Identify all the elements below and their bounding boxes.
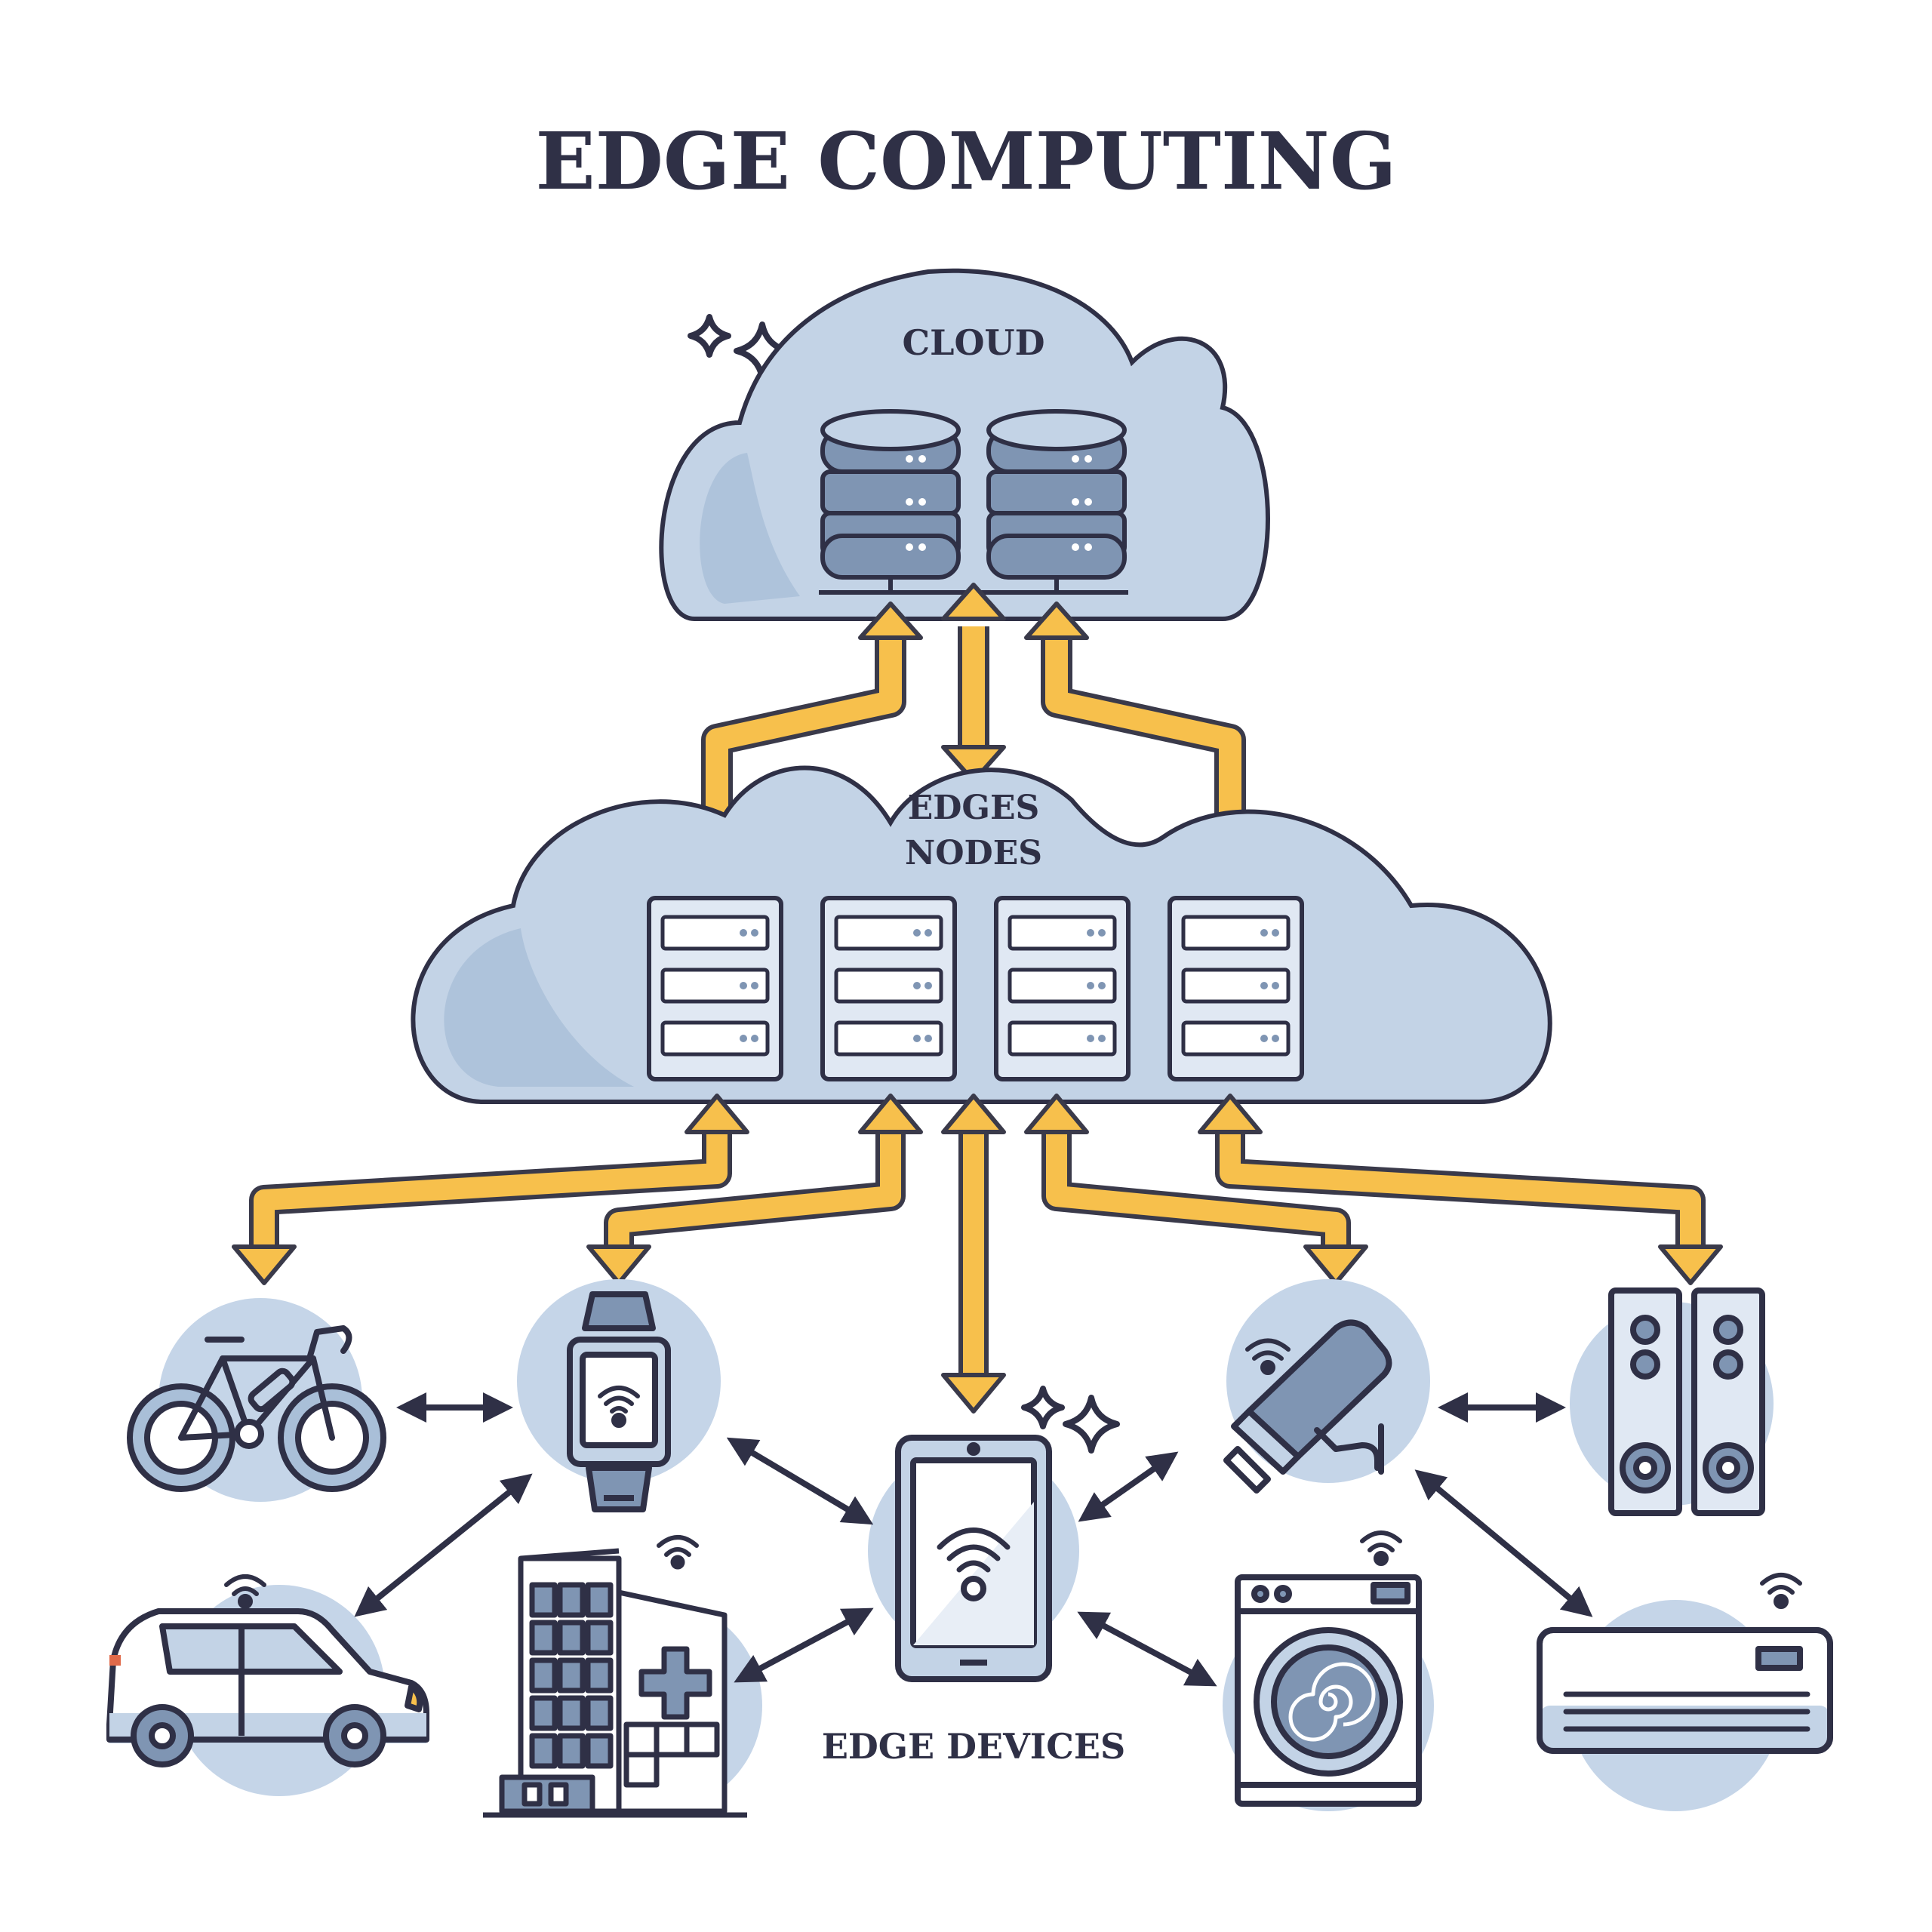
- server-rack-icon: [994, 896, 1131, 1081]
- cloud: CLOUD: [659, 268, 1270, 621]
- edge-devices-label: EDGE DEVICES: [822, 1726, 1125, 1767]
- database-icon: [820, 409, 961, 580]
- server-rack-icon: [647, 896, 783, 1081]
- hospital-building-icon: [483, 1535, 747, 1818]
- bicycle-icon: [127, 1325, 386, 1492]
- edge-nodes-label: NODES: [905, 834, 1042, 872]
- air-conditioner-icon: [1537, 1573, 1833, 1754]
- server-rack-icon: [1168, 896, 1304, 1081]
- edge-nodes-label: EDGES: [908, 789, 1040, 827]
- smartwatch-icon: [567, 1291, 671, 1512]
- washing-machine-icon: [1235, 1531, 1422, 1807]
- edge-to-device-arrows: [232, 1094, 1723, 1414]
- server-rack-icon: [820, 896, 957, 1081]
- edge-nodes-cloud: EDGES NODES: [411, 765, 1552, 1104]
- speakers-icon: [1608, 1287, 1765, 1516]
- device-links: [354, 1392, 1593, 1687]
- database-icon: [986, 409, 1127, 580]
- car-icon: [106, 1574, 429, 1767]
- cloud-label: CLOUD: [902, 322, 1044, 363]
- security-camera-icon: [1223, 1319, 1392, 1494]
- tablet-icon: [895, 1435, 1052, 1682]
- page-title: EDGE COMPUTING: [535, 115, 1396, 208]
